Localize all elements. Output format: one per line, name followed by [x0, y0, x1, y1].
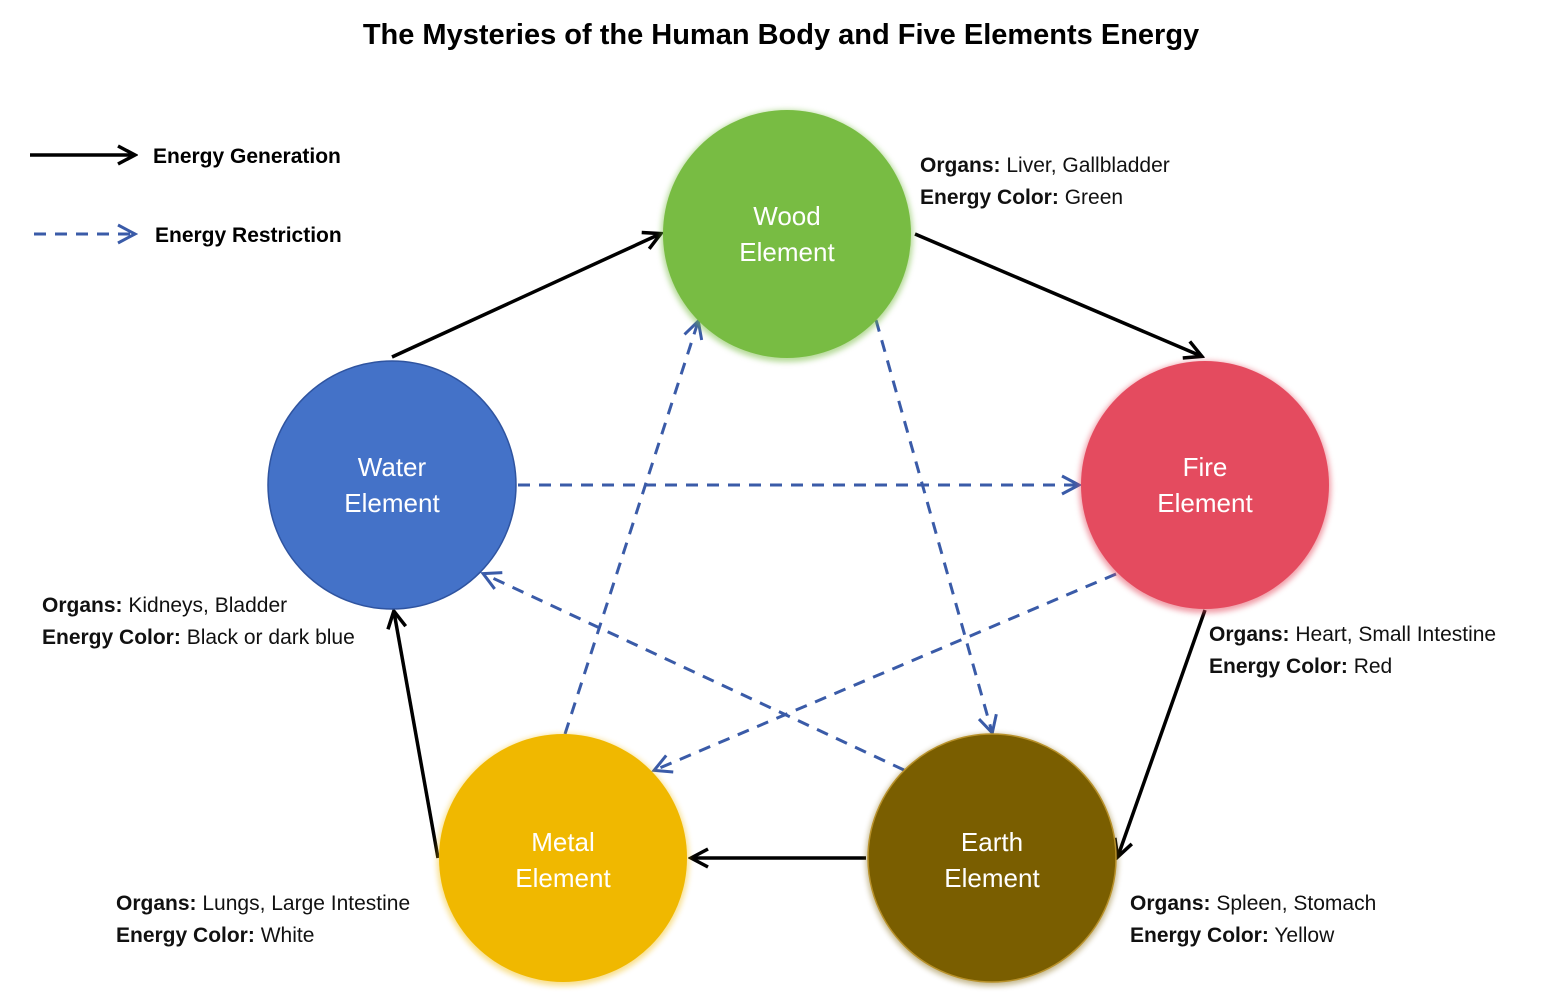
metal-label-line1: Metal — [531, 827, 595, 857]
element-water: Water Element — [267, 360, 517, 610]
arrow-fire-to-earth — [1118, 609, 1207, 856]
earth-circle — [867, 733, 1117, 983]
metal-label-line2: Element — [515, 863, 611, 893]
arrow-metal-to-water — [394, 612, 440, 859]
element-fire: Fire Element — [1079, 361, 1331, 613]
wood-info: Organs: Liver, Gallbladder Energy Color:… — [920, 154, 1170, 209]
fire-label-line1: Fire — [1183, 452, 1228, 482]
water-label-line2: Element — [344, 488, 440, 518]
arrow-metal-restricts-wood — [563, 322, 698, 735]
water-label-line1: Water — [358, 452, 427, 482]
water-circle — [267, 360, 517, 610]
element-earth: Earth Element — [866, 733, 1118, 986]
earth-energy-color: Energy Color: Yellow — [1130, 924, 1335, 947]
restriction-arrows — [484, 319, 1117, 772]
metal-circle — [439, 734, 687, 982]
earth-label-line1: Earth — [961, 827, 1023, 857]
earth-organs: Organs: Spleen, Stomach — [1130, 892, 1376, 915]
arrow-water-to-wood — [391, 234, 660, 359]
arrow-wood-restricts-earth — [874, 319, 992, 732]
wood-energy-color: Energy Color: Green — [920, 186, 1123, 209]
water-info: Organs: Kidneys, Bladder Energy Color: B… — [42, 594, 355, 649]
diagram-title: The Mysteries of the Human Body and Five… — [363, 19, 1199, 51]
fire-circle — [1081, 361, 1329, 609]
wood-organs: Organs: Liver, Gallbladder — [920, 154, 1170, 177]
fire-label-line2: Element — [1157, 488, 1253, 518]
metal-organs: Organs: Lungs, Large Intestine — [116, 892, 410, 915]
generation-arrows — [391, 232, 1207, 859]
arrow-wood-to-fire — [914, 232, 1201, 356]
earth-label-line2: Element — [944, 863, 1040, 893]
arrow-earth-restricts-water — [484, 574, 905, 772]
wood-label-line2: Element — [739, 237, 835, 267]
water-organs: Organs: Kidneys, Bladder — [42, 594, 287, 617]
earth-info: Organs: Spleen, Stomach Energy Color: Ye… — [1130, 892, 1376, 947]
metal-info: Organs: Lungs, Large Intestine Energy Co… — [116, 892, 410, 947]
water-energy-color: Energy Color: Black or dark blue — [42, 626, 355, 649]
element-metal: Metal Element — [437, 734, 689, 986]
fire-energy-color: Energy Color: Red — [1209, 655, 1392, 678]
fire-organs: Organs: Heart, Small Intestine — [1209, 623, 1496, 646]
legend: Energy Generation Energy Restriction — [30, 145, 342, 247]
wood-circle — [663, 110, 911, 358]
legend-generation-label: Energy Generation — [153, 145, 341, 168]
metal-energy-color: Energy Color: White — [116, 924, 314, 947]
fire-info: Organs: Heart, Small Intestine Energy Co… — [1209, 623, 1496, 678]
legend-restriction-label: Energy Restriction — [155, 224, 342, 247]
arrow-fire-restricts-metal — [655, 572, 1117, 770]
wood-label-line1: Wood — [753, 201, 820, 231]
element-wood: Wood Element — [661, 110, 913, 362]
